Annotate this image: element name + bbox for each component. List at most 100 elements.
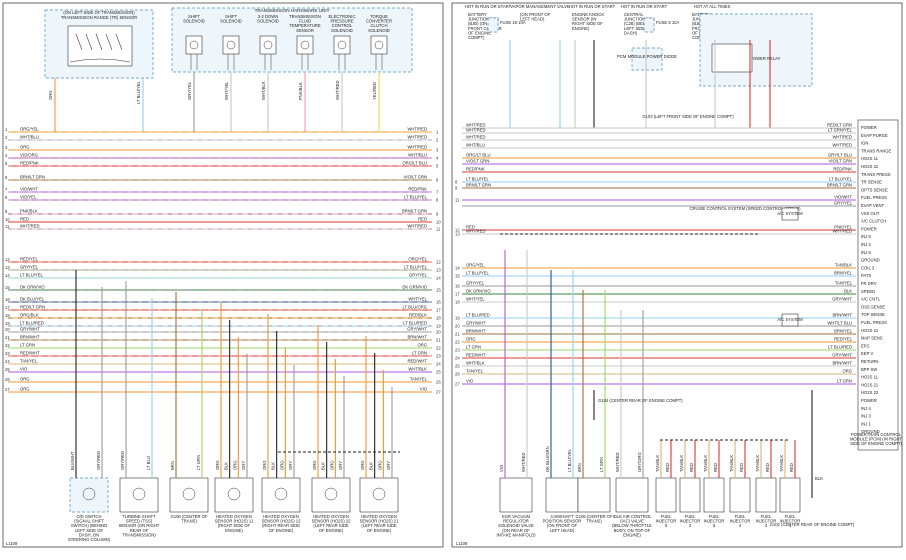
- pcm-pin-14: INJ 5: [861, 234, 871, 239]
- pcm-pin-10: EVAP VENT: [861, 203, 885, 208]
- right-bottom-label-3: IDLE AIR CONTROL(IAC) VALVE(BELOW THROTT…: [612, 514, 652, 537]
- right-wire-label-r-15: TAN/YEL: [835, 281, 853, 286]
- right-pin-24: 25: [455, 364, 460, 369]
- solenoid-symbol-4: [333, 35, 351, 55]
- left-pin-r-14: 15: [436, 288, 441, 293]
- left-wire-label-r-13: GRY/YEL: [409, 273, 428, 278]
- right-wire-label-l-13: ORG/YEL: [466, 263, 485, 268]
- right-bottom-comp-6: [703, 477, 725, 513]
- left-pin-r-20: 21: [436, 338, 441, 343]
- left-drop-label-6-1: BLK: [369, 462, 374, 470]
- pcm-pin-11: VSS OUT: [861, 211, 880, 216]
- left-drop-label-6-3: GRY: [386, 461, 391, 470]
- right-wire-label-r-7: LT BLU/YEL: [829, 177, 853, 182]
- pcm-pin-33: HO2S 21: [861, 382, 879, 387]
- pcm-pin-6: TRANS PRESS: [861, 172, 891, 177]
- left-wire-label-l-18: LT BLU/RED: [20, 321, 44, 326]
- pcm-pin-9: FUEL PRESS: [861, 195, 887, 200]
- right-wire-label-r-22: LT BLU/RED: [828, 345, 852, 350]
- left-drop-label-6-0: ORG: [360, 460, 365, 470]
- pcm-pin-20: FR DRV: [861, 281, 877, 286]
- pcm-pin-34: HO2S 22: [861, 390, 879, 395]
- right-wire-label-r-19: WHT/LT BLU: [827, 321, 852, 326]
- left-wire-label-r-8: BRN/LT GRN: [402, 209, 427, 214]
- left-pin-r-5: 6: [436, 178, 439, 183]
- fuse-0: [487, 17, 499, 33]
- solenoid-symbol-3: [296, 35, 314, 55]
- right-wire-label-r-8: BRN/LT GRN: [827, 183, 852, 188]
- left-pin-2: 3: [5, 145, 8, 150]
- left-drop-label-6-2: ORG: [377, 460, 382, 470]
- left-wire-label-l-22: RED/WHT: [20, 351, 40, 356]
- right-wire-label-r-26: LT GRN: [837, 379, 852, 384]
- left-wire-label-r-4: ORG/LT BLU: [402, 161, 427, 166]
- left-wire-label-r-18: LT BLU/RED: [403, 321, 427, 326]
- left-pin-5: 6: [5, 175, 8, 180]
- right-pin-13: 14: [455, 266, 460, 271]
- left-wire-label-l-20: BRN/WHT: [20, 335, 40, 340]
- tr-signal-color: LT BLU/YEL: [136, 80, 141, 104]
- right-wire-label-l-22: LT GRN: [466, 345, 481, 350]
- left-drop-label-5-3: GRY: [338, 461, 343, 470]
- left-wire-label-l-8: PNK/BLK: [20, 209, 38, 214]
- left-pin-r-12: 13: [436, 268, 441, 273]
- left-pin-r-25: 26: [436, 380, 441, 385]
- right-drop-label-1-1: LT BLU/YEL: [567, 448, 572, 472]
- left-drop-label-2-1: LT GRN: [196, 455, 201, 470]
- right-pin-15: 16: [455, 284, 460, 289]
- pcm-pin-12: A/C CLUTCH: [861, 219, 886, 224]
- left-drop-label-3-2: ORG: [232, 460, 237, 470]
- left-pin-12: 13: [5, 265, 10, 270]
- left-pin-3: 4: [5, 153, 8, 158]
- left-pin-8: 9: [5, 209, 8, 214]
- left-wire-label-r-11: ORG/YEL: [408, 257, 427, 262]
- right-top-name-2: HOT IN RUN OR START: [569, 4, 616, 9]
- right-bottom-comp-7: [729, 477, 751, 513]
- left-wire-label-r-7: LT BLU/YEL: [404, 195, 428, 200]
- right-bottom-comp-4: [655, 477, 677, 513]
- right-wire-label-r-23: GRY/WHT: [832, 353, 852, 358]
- left-wire-label-r-23: RED/WHT: [407, 359, 427, 364]
- solenoid-wire-3: PNK/BLK: [298, 82, 303, 100]
- left-pin-7: 8: [5, 195, 8, 200]
- left-pin-r-21: 22: [436, 346, 441, 351]
- pcm-pin-19: PATS: [861, 273, 872, 278]
- right-pin-21: 22: [455, 340, 460, 345]
- left-pin-11: 12: [5, 257, 10, 262]
- right-wire-label-l-24: WHT/BLK: [466, 361, 485, 366]
- right-pin-11: 12: [455, 228, 460, 233]
- right-pin-14: 15: [455, 274, 460, 279]
- left-wire-label-r-9: RED: [418, 217, 427, 222]
- pcm-pin-18: COIL 3: [861, 265, 875, 270]
- right-pin-19: 20: [455, 324, 460, 329]
- left-drop-label-5-0: ORG: [312, 460, 317, 470]
- right-pin-22: 23: [455, 348, 460, 353]
- left-pin-6: 7: [5, 187, 8, 192]
- right-wire-label-l-6: RED/PNK: [466, 167, 485, 172]
- pcm-pin-16: INJ 6: [861, 250, 871, 255]
- right-wire-label-r-6: RED/PNK: [833, 167, 852, 172]
- pcm-pin-38: INJ 1: [861, 421, 871, 426]
- thu-title: TRANSMISSION HARDWARE UNIT: [255, 8, 330, 13]
- left-drop-label-5-2: ORG: [329, 460, 334, 470]
- left-wire-label-r-1: WHT/RED: [407, 135, 427, 140]
- right-wire-label-r-17: GRY/WHT: [832, 297, 852, 302]
- left-wire-label-l-13: LT BLU/YEL: [20, 273, 44, 278]
- pcm-pin-22: A/C CNTL: [861, 297, 881, 302]
- left-pin-r-4: 5: [436, 164, 439, 169]
- left-wire-label-l-25: ORG: [20, 377, 30, 382]
- left-pin-r-2: 3: [436, 148, 439, 153]
- right-wire-label-l-4: ORG/LT BLU: [466, 153, 491, 158]
- left-wire-label-l-3: VIO/ORG: [20, 153, 38, 158]
- left-wire-label-r-25: TAN/YEL: [410, 377, 428, 382]
